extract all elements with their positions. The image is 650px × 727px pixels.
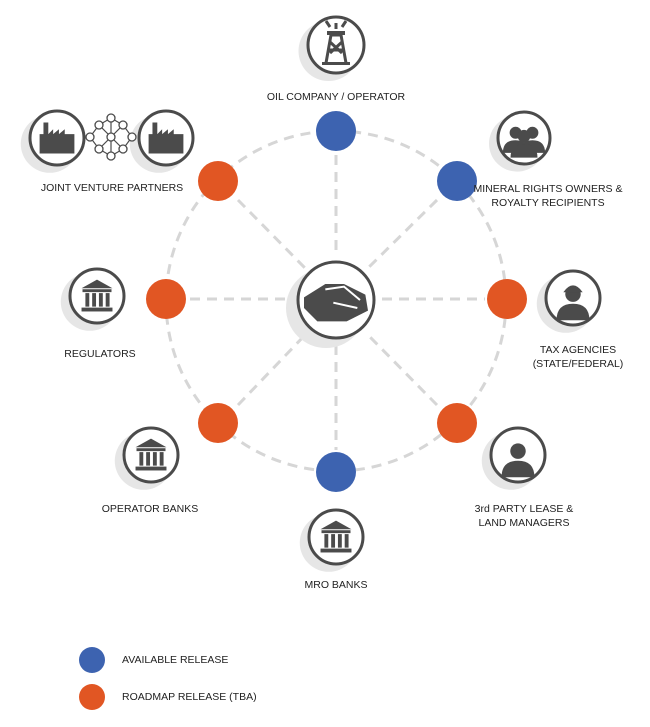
status-node-land bbox=[437, 403, 477, 443]
status-node-jv bbox=[198, 161, 238, 201]
label-line: ROYALTY RECIPIENTS bbox=[491, 197, 605, 209]
handshake-icon bbox=[286, 260, 376, 348]
label-mineral-rights: MINERAL RIGHTS OWNERS & ROYALTY RECIPIENT… bbox=[474, 182, 623, 210]
label-oil-company: OIL COMPANY / OPERATOR bbox=[266, 91, 406, 103]
legend-swatches bbox=[79, 647, 105, 710]
label-tax-agencies: TAX AGENCIES (STATE/FEDERAL) bbox=[533, 343, 624, 371]
factory-icon-right bbox=[129, 109, 195, 173]
label-line: (STATE/FEDERAL) bbox=[532, 358, 624, 370]
legend-label-available: AVAILABLE RELEASE bbox=[122, 654, 229, 666]
label-regulators: REGULATORS bbox=[64, 348, 136, 360]
label-mro-banks: MRO BANKS bbox=[304, 579, 368, 591]
regulator-bank-icon bbox=[60, 267, 126, 331]
legend-swatch-roadmap bbox=[79, 684, 105, 710]
status-node-opbanks bbox=[198, 403, 238, 443]
label-line: LAND MANAGERS bbox=[478, 517, 570, 529]
status-nodes bbox=[146, 111, 527, 492]
worker-hardhat-icon bbox=[536, 269, 602, 333]
operator-bank-icon bbox=[114, 426, 180, 490]
legend-label-roadmap: ROADMAP RELEASE (TBA) bbox=[122, 691, 257, 703]
status-node-regulators bbox=[146, 279, 186, 319]
mro-bank-icon bbox=[299, 508, 365, 572]
label-operator-banks: OPERATOR BANKS bbox=[101, 503, 199, 515]
stakeholder-icons bbox=[20, 15, 602, 572]
group-people-icon bbox=[489, 110, 552, 172]
oil-rig-icon bbox=[298, 15, 366, 81]
factory-icon-left bbox=[20, 109, 86, 173]
status-node-oil bbox=[316, 111, 356, 151]
network-icon bbox=[85, 113, 137, 161]
legend-swatch-available bbox=[79, 647, 105, 673]
label-line: TAX AGENCIES bbox=[539, 344, 617, 356]
label-line: MINERAL RIGHTS OWNERS & bbox=[473, 183, 623, 195]
label-jv-partners: JOINT VENTURE PARTNERS bbox=[40, 182, 184, 194]
status-node-mineral bbox=[437, 161, 477, 201]
status-node-tax bbox=[487, 279, 527, 319]
label-line: 3rd PARTY LEASE & bbox=[474, 503, 574, 515]
label-land-managers: 3rd PARTY LEASE & LAND MANAGERS bbox=[475, 502, 574, 530]
person-icon bbox=[481, 426, 547, 490]
status-node-mro bbox=[316, 452, 356, 492]
